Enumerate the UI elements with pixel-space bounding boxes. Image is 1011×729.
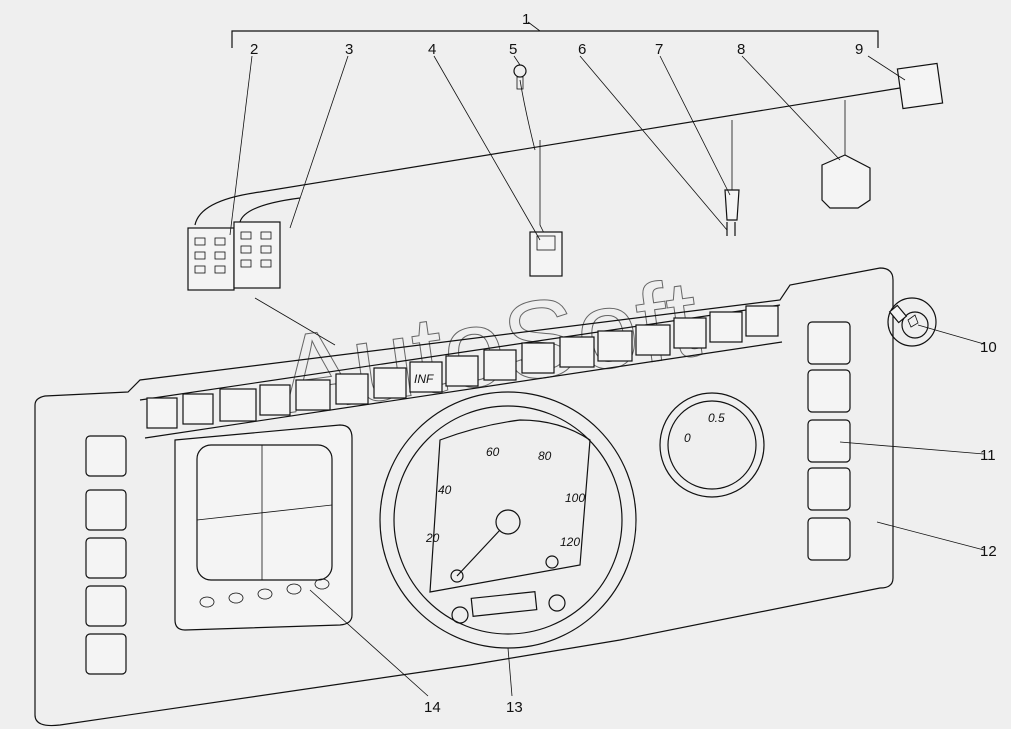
- pressure-gauge: 0 0.5: [659, 392, 765, 498]
- connector-8: [821, 154, 871, 209]
- callout-14: 14: [424, 699, 441, 716]
- wiring-harness: [194, 79, 901, 236]
- leader-lines: [229, 55, 985, 697]
- info-switch-label: INF: [414, 372, 434, 386]
- instrument-panel: [34, 267, 894, 727]
- callout-10: 10: [980, 339, 997, 356]
- top-switch-row: INF: [139, 304, 783, 439]
- callout-1: 1: [522, 11, 530, 28]
- connection-arrow: [254, 297, 336, 346]
- speed-label-120: 120: [560, 535, 580, 549]
- connector-4: [529, 231, 563, 277]
- callout-9: 9: [855, 41, 863, 58]
- speed-label-100: 100: [565, 491, 585, 505]
- screw-10: [887, 297, 937, 347]
- speed-label-60: 60: [486, 445, 500, 459]
- callout-5: 5: [509, 41, 517, 58]
- speed-label-40: 40: [438, 483, 452, 497]
- callout-12: 12: [980, 543, 997, 560]
- ring-terminal-5: [513, 64, 527, 90]
- speedometer-13: 20 40 60 80 100 120: [379, 391, 637, 649]
- callout-11: 11: [980, 447, 996, 464]
- gauge-label-05: 0.5: [708, 411, 725, 425]
- callout-3: 3: [345, 41, 353, 58]
- callout-13: 13: [506, 699, 523, 716]
- callout-7: 7: [655, 41, 663, 58]
- connector-3: [233, 221, 281, 289]
- speed-label-20: 20: [425, 531, 440, 545]
- callout-labels: 1 2 3 4 5 6 7 8 9 10 11 12 13 14: [250, 11, 997, 716]
- display-unit-14: [174, 424, 353, 631]
- connector-9: [896, 62, 944, 110]
- left-switch-column: [85, 435, 127, 675]
- speed-label-80: 80: [538, 449, 552, 463]
- gauge-label-0: 0: [684, 431, 691, 445]
- callout-2: 2: [250, 41, 258, 58]
- callout-6: 6: [578, 41, 586, 58]
- harness-bracket: [231, 21, 879, 48]
- right-switch-column: [807, 321, 851, 561]
- terminal-6-7: [724, 189, 740, 236]
- callout-4: 4: [428, 41, 436, 58]
- connector-2: [187, 227, 235, 291]
- callout-8: 8: [737, 41, 745, 58]
